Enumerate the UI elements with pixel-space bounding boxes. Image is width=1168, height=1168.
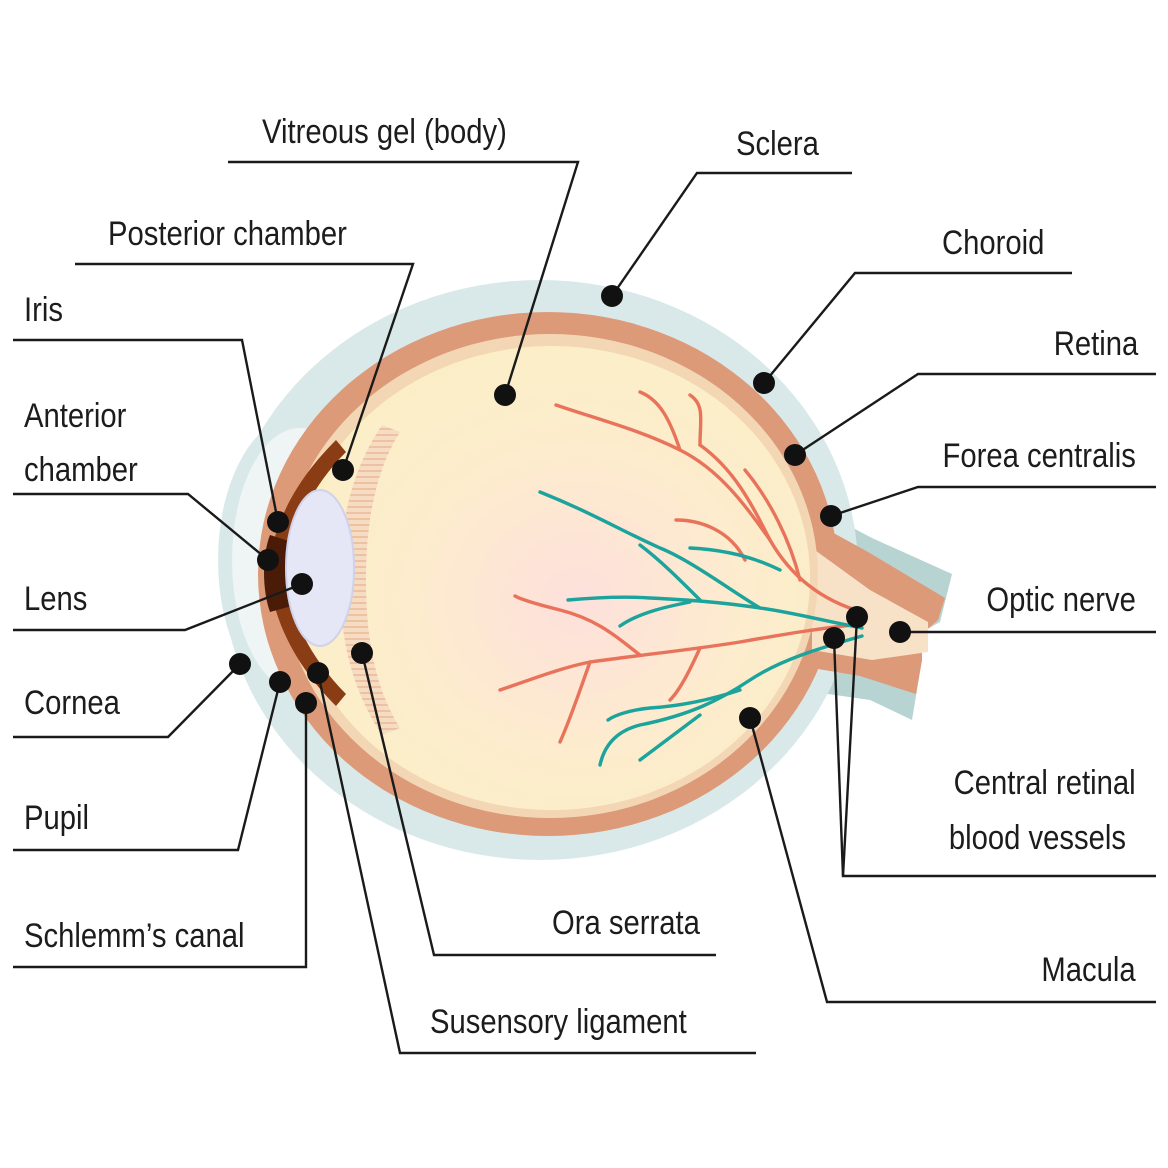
leader-schlemm — [13, 703, 308, 969]
dot-optic — [889, 621, 911, 643]
label-optic-nerve: Optic nerve — [986, 581, 1136, 619]
leader-anterior — [13, 492, 269, 561]
dot-forea — [820, 505, 842, 527]
label-vitreous: Vitreous gel (body) — [262, 113, 507, 151]
dot-iris — [267, 511, 289, 533]
leader-pupil — [13, 681, 282, 852]
dot-vitreous — [494, 384, 516, 406]
leader-ligament — [316, 672, 756, 1055]
leader-macula — [748, 717, 1156, 1004]
dot-sclera — [601, 285, 623, 307]
label-lens: Lens — [24, 580, 88, 618]
leader-lens — [13, 582, 303, 632]
dot-lens — [291, 573, 313, 595]
dot-schlemm — [295, 692, 317, 714]
leader-cornea — [13, 663, 241, 739]
label-posterior-chamber: Posterior chamber — [108, 215, 347, 253]
dot-vessels-b — [846, 606, 868, 628]
retinal-arteries — [498, 390, 864, 744]
label-cornea: Cornea — [24, 684, 120, 722]
label-anterior-chamber-line2: chamber — [24, 451, 138, 489]
label-forea-centralis: Forea centralis — [942, 437, 1136, 475]
dot-retina — [784, 444, 806, 466]
dot-cornea — [229, 653, 251, 675]
leader-lines — [13, 160, 1156, 1055]
dot-ora — [351, 642, 373, 664]
label-sclera: Sclera — [736, 125, 819, 163]
dot-vessels-a — [823, 627, 845, 649]
dot-choroid — [753, 372, 775, 394]
label-pupil: Pupil — [24, 799, 90, 837]
leader-sclera — [611, 171, 852, 297]
label-macula: Macula — [1041, 951, 1136, 989]
dot-macula — [739, 707, 761, 729]
retinal-veins — [538, 490, 864, 767]
label-central-vessels-line2: blood vessels — [948, 819, 1126, 857]
lens-shape — [285, 489, 355, 647]
leader-posterior — [75, 262, 415, 471]
label-ora-serrata: Ora serrata — [552, 904, 700, 942]
label-iris: Iris — [24, 291, 63, 329]
dot-anterior — [257, 549, 279, 571]
label-schlemms-canal: Schlemm’s canal — [24, 917, 245, 955]
leader-iris — [13, 338, 280, 523]
leader-forea — [830, 485, 1156, 518]
leader-choroid — [763, 271, 1072, 384]
label-retina: Retina — [1053, 325, 1138, 363]
label-choroid: Choroid — [942, 224, 1045, 262]
label-anterior-chamber-line1: Anterior — [24, 397, 127, 435]
label-susensory-ligament: Susensory ligament — [430, 1003, 687, 1041]
label-dots — [229, 285, 911, 729]
dot-posterior — [332, 459, 354, 481]
label-central-vessels-line1: Central retinal — [953, 764, 1136, 802]
dot-ligament — [307, 662, 329, 684]
leader-vessels-b — [841, 616, 859, 877]
leader-vitreous — [228, 160, 580, 396]
leader-retina — [794, 372, 1156, 457]
leader-ora — [360, 652, 716, 957]
dot-pupil — [269, 671, 291, 693]
vitreous-shape — [294, 346, 810, 810]
